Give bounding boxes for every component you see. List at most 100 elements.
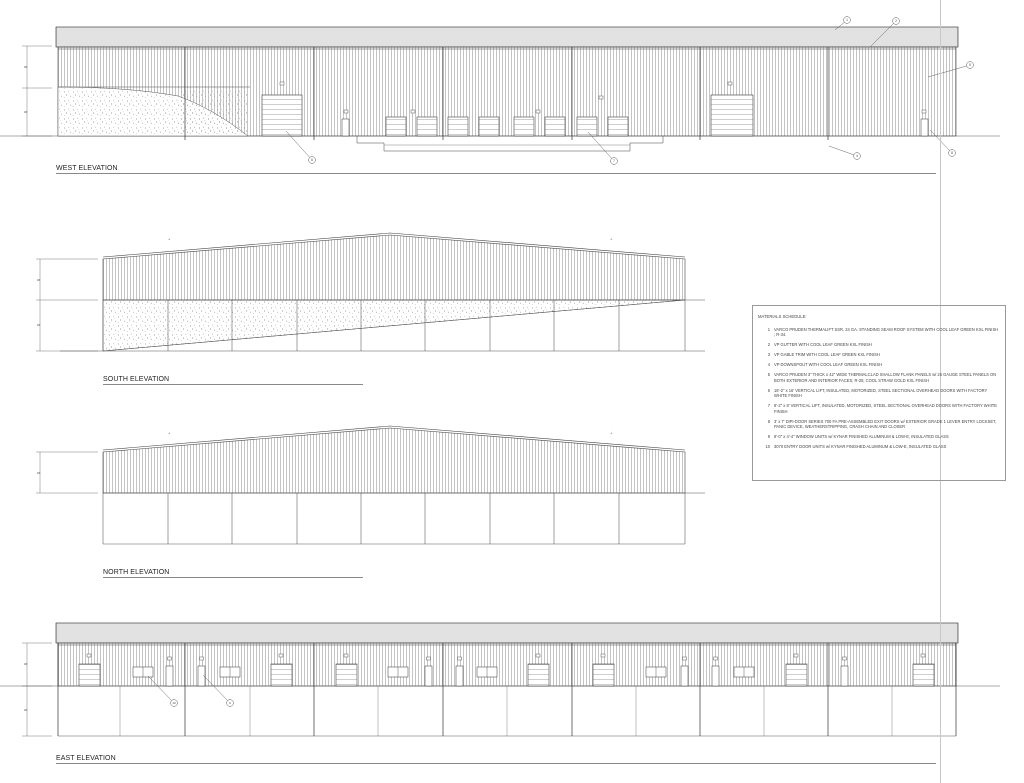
callout-bubble: 9	[202, 674, 234, 707]
south-elevation-title: SOUTH ELEVATION	[103, 376, 170, 383]
window-unit	[132, 666, 154, 678]
dock-door	[447, 116, 469, 137]
callout-label: 2	[895, 19, 897, 23]
window-unit	[387, 666, 409, 678]
schedule-item-number: 3	[767, 352, 770, 358]
window-unit	[645, 666, 667, 678]
man-door	[424, 665, 433, 687]
schedule-item-number: 7	[767, 403, 770, 409]
west-man-door	[341, 118, 350, 137]
schedule-item-text: VP DOWNSPOUT WITH COOL LEAF GREEN KXL FI…	[774, 362, 883, 368]
svg-text:⟂: ⟂	[168, 431, 171, 435]
schedule-item-text: VARCO PRUDEN THERMALIFT SSR, 24 GA. STAN…	[774, 327, 999, 338]
schedule-item-number: 8	[767, 418, 770, 424]
svg-text:##: ##	[24, 708, 28, 712]
south-elevation-drawing: ## ## ⟂ ⟂	[36, 232, 705, 352]
dock-door	[576, 116, 598, 137]
overhead-door	[785, 663, 808, 687]
svg-text:##: ##	[37, 323, 41, 327]
svg-text:##: ##	[37, 278, 41, 282]
schedule-item-number: 1	[767, 327, 770, 332]
schedule-item: 3 VP GABLE TRIM WITH COOL LEAF GREEN KXL …	[758, 352, 999, 357]
schedule-item-text: 8'-0" x 4'-4" WINDOW UNITS w/ KYNAR FINI…	[774, 434, 949, 440]
west-dock-doors	[385, 116, 629, 137]
north-wall-panel	[102, 427, 686, 494]
west-elevation-title: WEST ELEVATION	[56, 165, 118, 172]
dock-door	[478, 116, 500, 137]
overhead-door	[335, 663, 358, 687]
schedule-item: 5 VARCO PRUDEN 3" THICK x 42" WIDE THERMA…	[758, 372, 999, 383]
schedule-item-text: VARCO PRUDEN 3" THICK x 42" WIDE THERMAL…	[774, 372, 997, 383]
callout-bubble: 1	[834, 16, 851, 31]
svg-text:⟂: ⟂	[168, 237, 171, 241]
schedule-item-number: 2	[767, 342, 770, 348]
callout-bubble: 8	[929, 129, 956, 157]
title-underline	[103, 577, 363, 578]
overhead-door	[527, 663, 550, 687]
schedule-item-text: 16'-2" x 16' VERTICAL LIFT, INSULATED, M…	[774, 387, 988, 399]
north-elevation-drawing: ## ⟂ ⟂	[36, 425, 705, 545]
svg-text:⟂: ⟂	[610, 431, 613, 435]
schedule-item-text: VP GUTTER WITH COOL LEAF GREEN KXL FINIS…	[774, 342, 872, 348]
schedule-item: 6 16'-2" x 16' VERTICAL LIFT, INSULATED, …	[758, 388, 999, 399]
south-wall-panel	[102, 234, 686, 301]
overhead-door	[592, 663, 615, 687]
schedule-item-text: VP GABLE TRIM WITH COOL LEAF GREEN KXL F…	[774, 352, 880, 358]
man-door	[711, 665, 720, 687]
west-man-door	[920, 118, 929, 137]
schedule-item-number: 6	[767, 387, 770, 393]
overhead-door	[912, 663, 935, 687]
west-large-door	[710, 94, 754, 137]
east-openings	[78, 653, 935, 687]
schedule-item: 2 VP GUTTER WITH COOL LEAF GREEN KXL FINI…	[758, 342, 999, 347]
callout-bubble: 6	[285, 130, 316, 164]
east-wall-panel	[57, 642, 957, 687]
man-door	[840, 665, 849, 687]
schedule-item: 4 VP DOWNSPOUT WITH COOL LEAF GREEN KXL F…	[758, 362, 999, 367]
callout-bubble: 5	[927, 61, 974, 78]
svg-text:##: ##	[37, 471, 41, 475]
west-elevation-drawing: ## ##	[0, 26, 1000, 152]
schedule-item: 10 3070 ENTRY DOOR UNITS w/ KYNAR FINISHE…	[758, 444, 999, 449]
materials-schedule-title: MATERIALS SCHEDULE:	[758, 314, 807, 319]
dock-door	[385, 116, 407, 137]
dock-door	[607, 116, 629, 137]
north-elevation-title: NORTH ELEVATION	[103, 569, 170, 576]
window-unit	[219, 666, 241, 678]
schedule-item-number: 10	[765, 444, 770, 450]
schedule-item-text: 3070 ENTRY DOOR UNITS w/ KYNAR FINISHED …	[774, 444, 947, 450]
svg-text:⟂: ⟂	[610, 237, 613, 241]
svg-text:##: ##	[24, 110, 28, 114]
callout-bubble: 2	[869, 17, 900, 48]
overhead-door	[270, 663, 293, 687]
schedule-item-number: 5	[767, 372, 770, 378]
title-underline	[56, 173, 936, 174]
window-unit	[476, 666, 498, 678]
dock-door	[416, 116, 438, 137]
schedule-item-number: 9	[767, 434, 770, 440]
west-large-door	[261, 94, 303, 137]
schedule-item: 9 8'-0" x 4'-4" WINDOW UNITS w/ KYNAR FIN…	[758, 434, 999, 439]
west-roof-panel	[55, 26, 959, 48]
schedule-item-number: 4	[767, 362, 770, 368]
east-elevation-drawing: ## ##	[0, 622, 1000, 737]
schedule-item: 1 VARCO PRUDEN THERMALIFT SSR, 24 GA. STA…	[758, 327, 999, 338]
callout-bubble: 7	[587, 131, 618, 165]
man-door	[680, 665, 689, 687]
callout-label: 5	[969, 63, 971, 67]
schedule-item-text: 8'-2" x 8' VERTICAL LIFT, INSULATED, MOT…	[774, 403, 997, 414]
callout-label: 4	[856, 154, 858, 158]
callout-label: 8	[951, 151, 953, 155]
man-door	[455, 665, 464, 687]
title-underline	[103, 384, 363, 385]
materials-schedule: MATERIALS SCHEDULE: 1 VARCO PRUDEN THERMA…	[752, 305, 1006, 481]
callout-label: 7	[613, 159, 615, 163]
dock-door	[544, 116, 566, 137]
callout-label: 1	[846, 18, 848, 22]
callout-bubble: 4	[828, 145, 861, 160]
schedule-item: 7 8'-2" x 8' VERTICAL LIFT, INSULATED, MO…	[758, 403, 999, 414]
dock-door	[513, 116, 535, 137]
